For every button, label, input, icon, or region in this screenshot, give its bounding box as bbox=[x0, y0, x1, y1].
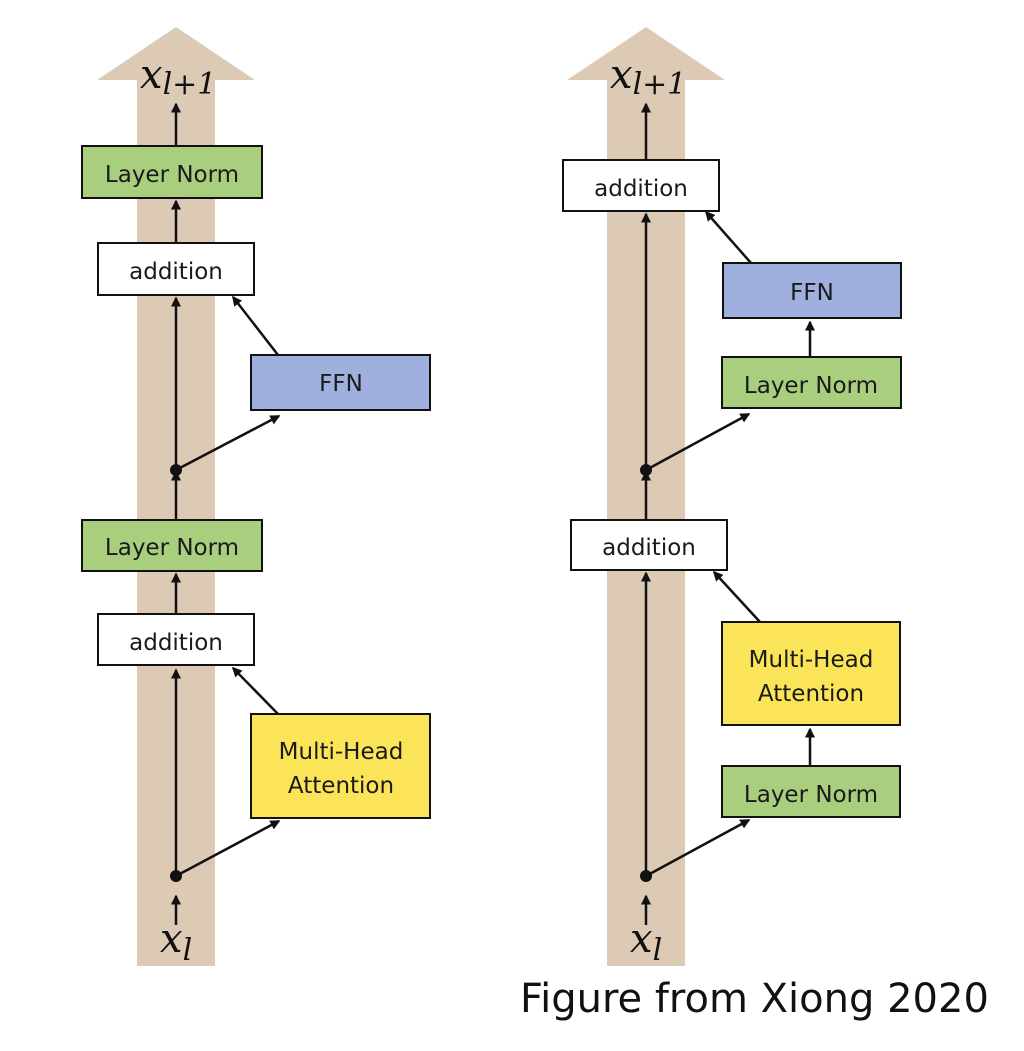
ffn-label: FFN bbox=[319, 371, 363, 397]
pre-ln-diagram: addition FFN Layer Norm addition Multi-H… bbox=[562, 27, 902, 968]
layer-norm-bottom-block: Layer Norm bbox=[81, 519, 263, 572]
layer-norm-bottom-label: Layer Norm bbox=[744, 782, 878, 808]
branch-dot-bottom bbox=[640, 870, 652, 882]
branch-dot-top bbox=[170, 464, 182, 476]
addition-top-label: addition bbox=[129, 259, 223, 285]
arrow-attention-to-addition bbox=[712, 570, 761, 623]
addition-top-block: addition bbox=[562, 159, 720, 212]
arrow-ffn-to-addition bbox=[232, 295, 279, 356]
layer-norm-top-label: Layer Norm bbox=[105, 162, 239, 188]
input-label: xl bbox=[630, 916, 662, 968]
left-arrows bbox=[171, 102, 281, 925]
branch-dot-bottom bbox=[170, 870, 182, 882]
ffn-block: FFN bbox=[722, 262, 902, 319]
layer-norm-top-block: Layer Norm bbox=[81, 145, 263, 199]
addition-top-block: addition bbox=[97, 242, 255, 296]
arrow-branch-to-attention bbox=[175, 819, 281, 878]
layer-norm-top-block: Layer Norm bbox=[721, 356, 902, 409]
ffn-block: FFN bbox=[250, 354, 431, 411]
addition-bottom-label: addition bbox=[602, 535, 696, 561]
output-label: xl+1 bbox=[610, 52, 686, 102]
ffn-label: FFN bbox=[790, 280, 834, 306]
arrow-ffn-to-addition bbox=[705, 210, 752, 264]
attention-label-line2: Attention bbox=[758, 681, 864, 707]
right-arrows bbox=[641, 102, 815, 925]
branch-dot-top bbox=[640, 464, 652, 476]
attention-label-line1: Multi-Head bbox=[749, 647, 874, 673]
arrow-attention-to-addition bbox=[231, 666, 279, 715]
arrow-branch-to-ffn bbox=[175, 414, 281, 472]
addition-top-label: addition bbox=[594, 176, 688, 202]
figure-caption: Figure from Xiong 2020 bbox=[520, 976, 989, 1022]
arrow-branch-to-layernorm-top bbox=[645, 412, 751, 472]
attention-label-line2: Attention bbox=[288, 773, 394, 799]
input-label: xl bbox=[160, 916, 192, 968]
multi-head-attention-block: Multi-Head Attention bbox=[721, 621, 901, 726]
addition-bottom-label: addition bbox=[129, 630, 223, 656]
attention-label-line1: Multi-Head bbox=[279, 739, 404, 765]
addition-bottom-block: addition bbox=[97, 613, 255, 666]
post-ln-diagram: Layer Norm addition FFN Layer Norm addit… bbox=[81, 27, 431, 968]
output-label: xl+1 bbox=[140, 52, 216, 102]
multi-head-attention-block: Multi-Head Attention bbox=[250, 713, 431, 819]
arrow-branch-to-layernorm-bottom bbox=[645, 818, 751, 878]
layer-norm-bottom-block: Layer Norm bbox=[721, 765, 901, 818]
layer-norm-bottom-label: Layer Norm bbox=[105, 535, 239, 561]
addition-bottom-block: addition bbox=[570, 519, 728, 571]
layer-norm-top-label: Layer Norm bbox=[744, 373, 878, 399]
